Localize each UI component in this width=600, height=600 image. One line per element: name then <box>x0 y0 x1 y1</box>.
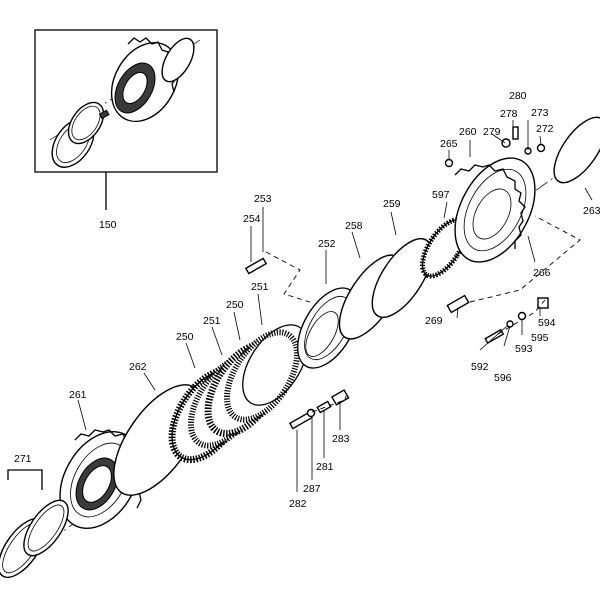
label-596: 596 <box>494 372 512 384</box>
label-273: 273 <box>531 107 549 119</box>
label-261: 261 <box>69 389 87 401</box>
label-595: 595 <box>531 332 549 344</box>
label-283: 283 <box>332 433 350 445</box>
label-266: 266 <box>533 267 551 279</box>
label-271: 271 <box>14 453 32 465</box>
part-250-251-disc-pack <box>168 324 308 464</box>
inset-box <box>34 29 218 173</box>
label-258: 258 <box>345 220 363 232</box>
leader-lines <box>77 120 593 492</box>
part-259-oring <box>371 238 433 318</box>
label-251-mid: 251 <box>203 315 221 327</box>
part-263-ring <box>553 116 600 184</box>
label-281: 281 <box>316 461 334 473</box>
inset-hub-assembly <box>51 37 195 168</box>
label-250-top: 250 <box>226 299 244 311</box>
dash-266 <box>469 215 581 303</box>
dash-253 <box>265 251 311 303</box>
label-280: 280 <box>509 90 527 102</box>
label-287: 287 <box>303 483 321 495</box>
label-272: 272 <box>536 123 554 135</box>
label-265: 265 <box>440 138 458 150</box>
label-150: 150 <box>99 219 117 231</box>
label-250-mid: 250 <box>176 331 194 343</box>
label-593: 593 <box>515 343 533 355</box>
label-592: 592 <box>471 361 489 373</box>
dash-283 <box>311 395 347 413</box>
label-262: 262 <box>129 361 147 373</box>
label-279: 279 <box>483 126 501 138</box>
label-594: 594 <box>538 317 556 329</box>
part-labels: 150 253 254 252 258 259 260 265 279 278 … <box>14 90 600 510</box>
label-269: 269 <box>425 315 443 327</box>
part-271-rings <box>0 469 69 579</box>
label-251-top: 251 <box>251 281 269 293</box>
label-260: 260 <box>459 126 477 138</box>
label-282: 282 <box>289 498 307 510</box>
part-260-housing <box>454 157 536 263</box>
label-597: 597 <box>432 189 450 201</box>
label-252: 252 <box>318 238 336 250</box>
label-259: 259 <box>383 198 401 210</box>
label-278: 278 <box>500 108 518 120</box>
label-253: 253 <box>254 193 272 205</box>
label-263: 263 <box>583 205 600 217</box>
label-254: 254 <box>243 213 261 225</box>
